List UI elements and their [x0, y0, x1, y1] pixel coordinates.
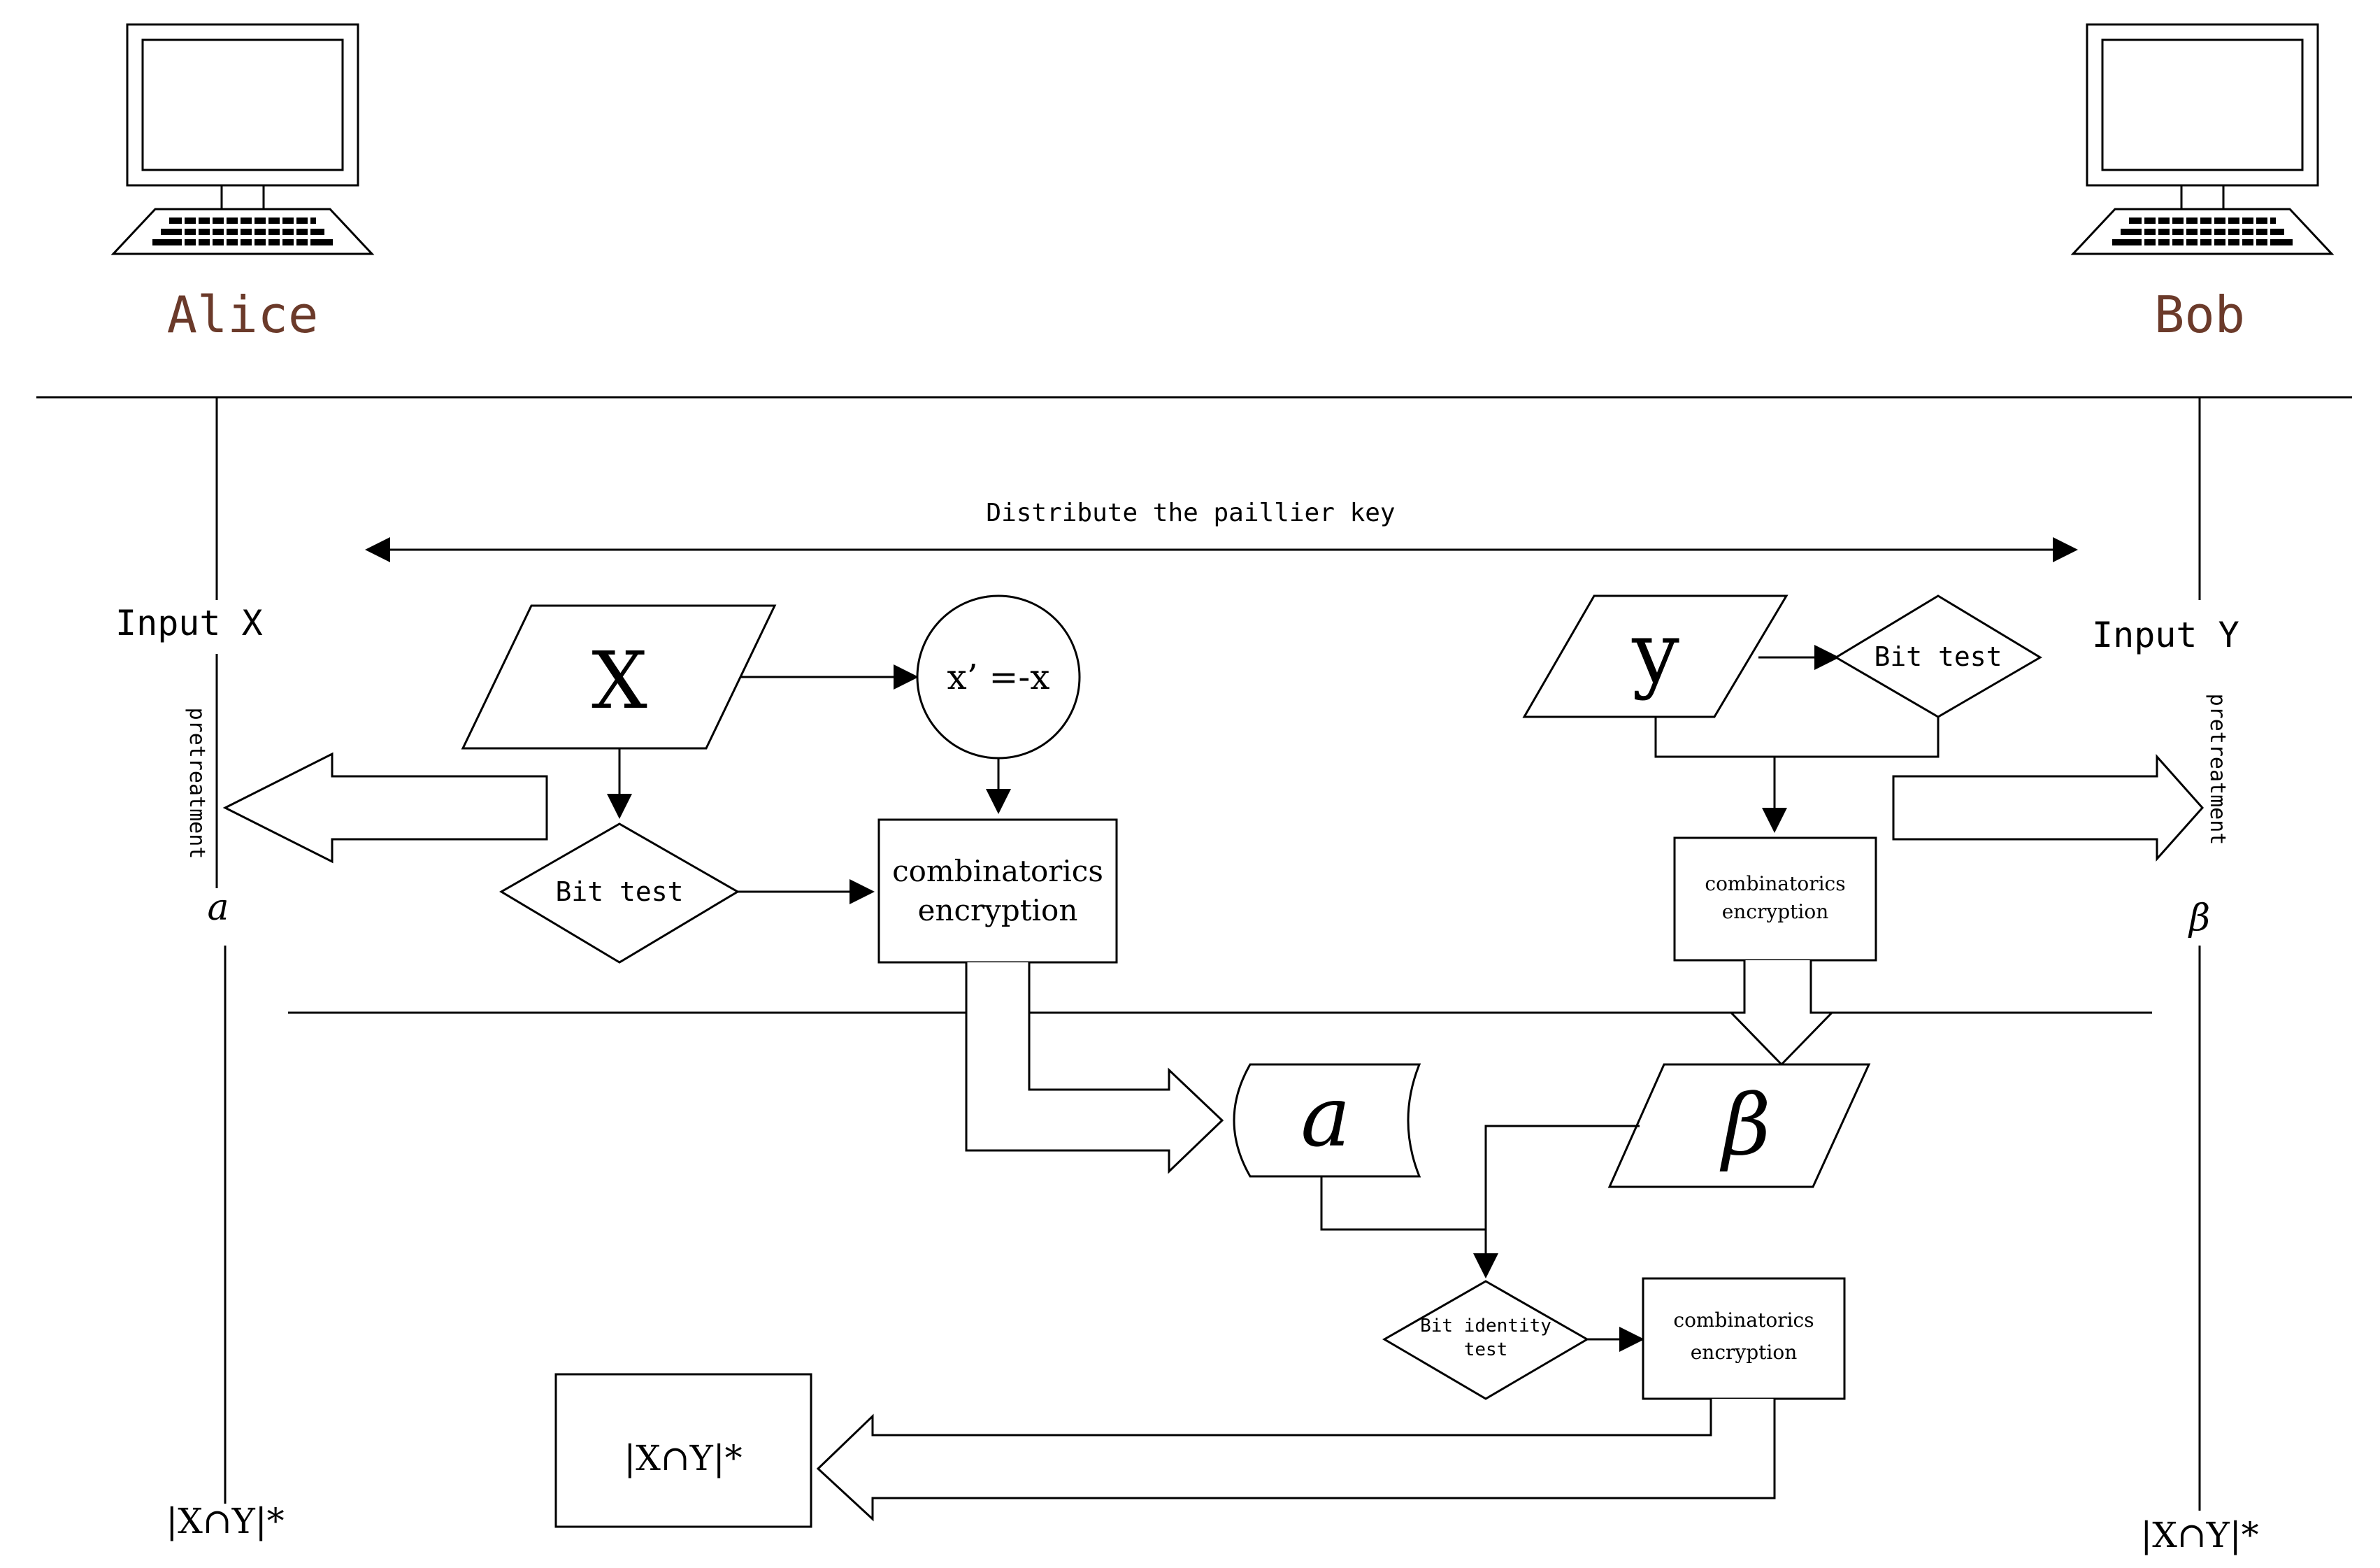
alice-negation-label: x’ =-x: [947, 657, 1050, 697]
final-encryption-line2: encryption: [1691, 1341, 1798, 1364]
bit-identity-test-diamond: [1382, 1280, 1589, 1400]
final-encryption-box: [1642, 1277, 1846, 1400]
alice-name: Alice: [167, 285, 319, 344]
key-distribution-label: Distribute the paillier key: [986, 499, 1395, 527]
bob-result-label: |X∩Y|*: [2140, 1515, 2258, 1555]
bob-pretreatment-arrow: [1892, 754, 2205, 862]
bob-bit-test-label: Bit test: [1874, 641, 2002, 672]
alice-alpha-symbol: a: [207, 887, 229, 929]
alice-bit-test-diamond: [499, 822, 740, 964]
alice-input-set-parallelogram: [461, 604, 777, 750]
alice-input-label: Input X: [115, 603, 263, 643]
bob-encryption-line1: combinatorics: [1705, 872, 1845, 895]
alice-result-label: |X∩Y|*: [166, 1501, 284, 1541]
beta-to-identity-arrow: [1473, 1125, 1640, 1278]
alice-to-alpha-arrow: [965, 962, 1224, 1174]
alice-encryption-line1: combinatorics: [892, 854, 1103, 888]
alice-input-set-label: X: [592, 636, 647, 727]
alice-computer-icon: [112, 23, 373, 255]
alice-encryption-box: [877, 818, 1118, 964]
bob-to-beta-arrow: [1728, 960, 1835, 1067]
bob-merge-lines: [1654, 717, 1940, 758]
bob-name: Bob: [2154, 285, 2245, 344]
beta-label: β: [1719, 1077, 1770, 1174]
alice-encryption-line2: encryption: [918, 893, 1078, 927]
bob-computer-icon: [2072, 23, 2333, 255]
alpha-to-identity-line: [1320, 1176, 1486, 1231]
bob-encryption-line2: encryption: [1722, 900, 1829, 923]
alice-bit-test-label: Bit test: [555, 876, 683, 907]
bit-identity-test-line2: test: [1464, 1339, 1508, 1360]
alice-pretreatment-arrow: [222, 752, 548, 864]
alpha-label: a: [1300, 1069, 1351, 1166]
beta-parallelogram: [1607, 1063, 1871, 1188]
bit-identity-test-line1: Bit identity: [1420, 1316, 1551, 1337]
alice-pretreatment-label: pretreatment: [185, 708, 209, 860]
bob-encryption-box: [1673, 836, 1877, 962]
output-box: [554, 1373, 812, 1528]
bob-input-label: Input Y: [2092, 615, 2239, 655]
bob-beta-symbol: β: [2188, 897, 2210, 939]
bob-input-set-label: y: [1631, 605, 1679, 702]
bob-input-set-parallelogram: [1522, 594, 1788, 718]
bob-pretreatment-label: pretreatment: [2205, 694, 2230, 846]
alpha-stored-data-shape: [1233, 1063, 1421, 1178]
encryption-to-output-arrow: [816, 1399, 1776, 1522]
output-label: |X∩Y|*: [624, 1438, 742, 1478]
final-encryption-line1: combinatorics: [1673, 1309, 1814, 1332]
